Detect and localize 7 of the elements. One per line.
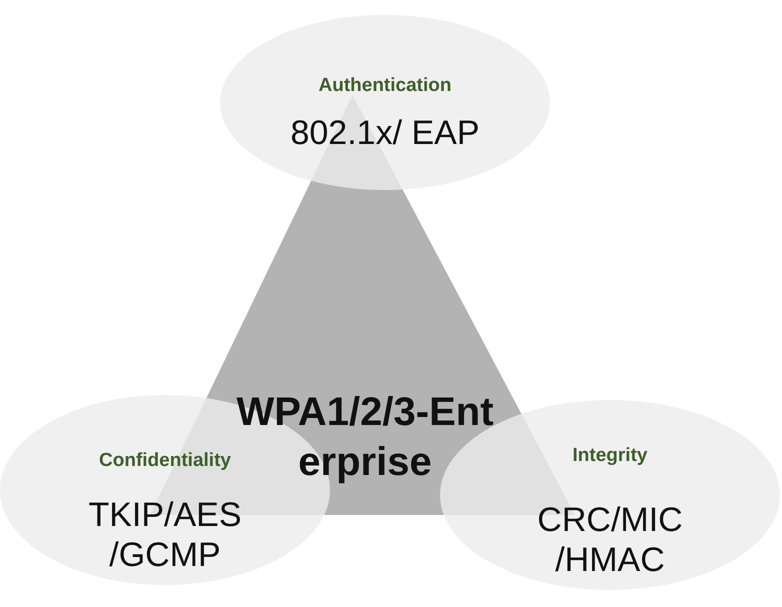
title-text: WPA1/2/3-Enterprise [235, 389, 495, 486]
protocol-text: CRC/MIC /HMAC [536, 500, 684, 580]
protocol-text: 802.1x/ EAP [290, 113, 480, 153]
category-heading: Integrity [572, 445, 648, 467]
category-heading: Confidentiality [99, 450, 231, 472]
category-heading: Authentication [318, 75, 452, 97]
protocol-text: TKIP/AES /GCMP [87, 495, 243, 575]
